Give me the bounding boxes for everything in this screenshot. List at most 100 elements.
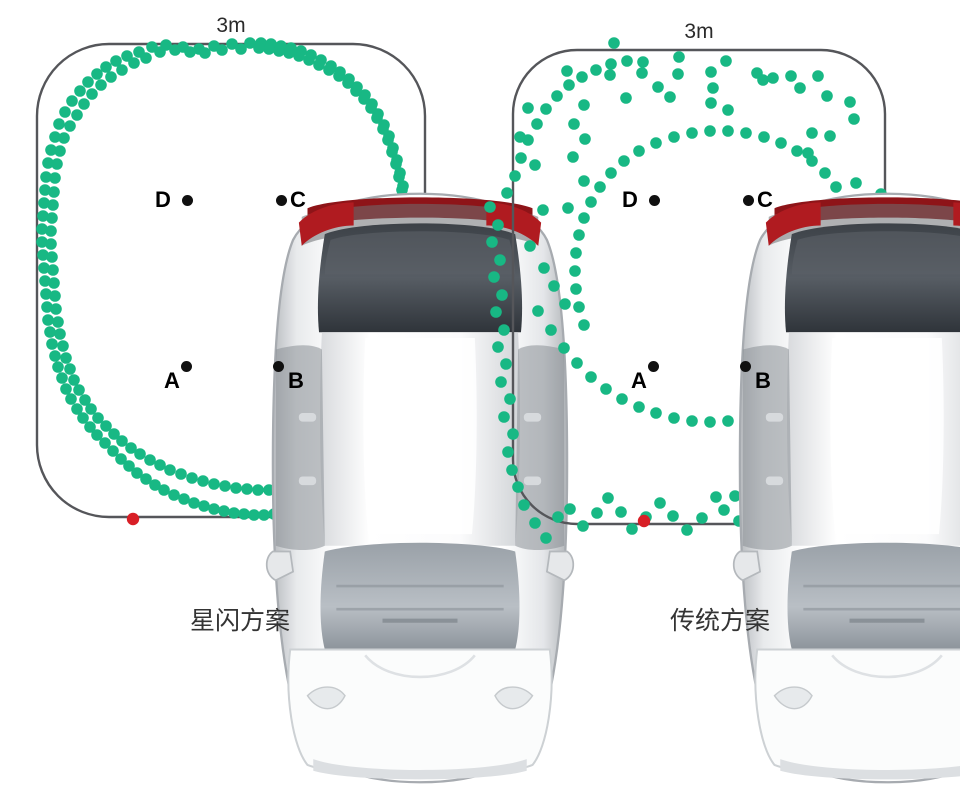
- measurement-point: [56, 372, 68, 384]
- measurement-point: [507, 428, 519, 440]
- measurement-point: [40, 171, 52, 183]
- measurement-point: [51, 158, 63, 170]
- scene-left: 3m: [0, 0, 575, 784]
- measurement-point: [558, 342, 570, 354]
- measurement-point: [705, 97, 717, 109]
- measurement-point: [65, 393, 77, 405]
- measurement-point: [49, 131, 61, 143]
- measurement-point: [64, 363, 76, 375]
- measurement-point: [806, 155, 818, 167]
- measurement-point: [198, 500, 210, 512]
- corner-marker-label-b: B: [755, 368, 771, 393]
- measurement-point: [585, 196, 597, 208]
- measurement-point: [49, 350, 61, 362]
- corner-marker-label-d: D: [155, 187, 171, 212]
- measurement-point: [386, 146, 398, 158]
- measurement-point: [567, 151, 579, 163]
- corner-marker-label-b: B: [288, 368, 304, 393]
- car-topview-right: [647, 188, 960, 784]
- measurement-point: [59, 106, 71, 118]
- measurement-point: [618, 155, 630, 167]
- measurement-point: [672, 68, 684, 80]
- measurement-point: [230, 482, 242, 494]
- measurement-point: [605, 58, 617, 70]
- measurement-point: [73, 384, 85, 396]
- measurement-point: [821, 90, 833, 102]
- measurement-point: [66, 95, 78, 107]
- measurement-point: [158, 484, 170, 496]
- measurement-point: [775, 137, 787, 149]
- measurement-point: [108, 428, 120, 440]
- dimension-label-3m-left: 3m: [216, 14, 246, 37]
- measurement-point: [794, 82, 806, 94]
- measurement-point: [498, 411, 510, 423]
- measurement-point: [186, 472, 198, 484]
- corner-marker-label-a: A: [631, 368, 647, 393]
- measurement-point: [382, 134, 394, 146]
- measurement-point: [705, 66, 717, 78]
- measurement-point: [140, 52, 152, 64]
- measurement-point: [585, 371, 597, 383]
- measurement-point: [188, 497, 200, 509]
- measurement-point: [626, 523, 638, 535]
- measurement-point: [235, 43, 247, 55]
- measurement-point: [615, 506, 627, 518]
- measurement-point: [283, 47, 295, 59]
- measurement-point: [46, 212, 58, 224]
- measurement-point: [396, 184, 408, 196]
- measurement-point: [548, 280, 560, 292]
- measurement-point: [621, 55, 633, 67]
- measurement-point: [169, 44, 181, 56]
- measurement-point: [652, 81, 664, 93]
- corner-marker-dot-a: [647, 360, 659, 372]
- measurement-point: [506, 464, 518, 476]
- measurement-point: [704, 416, 716, 428]
- measurement-point: [602, 492, 614, 504]
- corner-marker-dot-a: [180, 360, 192, 372]
- measurement-point: [91, 68, 103, 80]
- measurement-point: [208, 503, 220, 515]
- measurement-point: [40, 288, 52, 300]
- car-topview-left: [180, 188, 575, 784]
- measurement-point: [608, 37, 620, 49]
- measurement-point: [704, 125, 716, 137]
- measurement-point: [579, 133, 591, 145]
- corner-marker-label-d: D: [622, 187, 638, 212]
- measurement-point: [664, 91, 676, 103]
- corner-marker-dot-c: [275, 194, 287, 206]
- measurement-point: [36, 223, 48, 235]
- measurement-point: [785, 70, 797, 82]
- measurement-point: [522, 102, 534, 114]
- measurement-point: [313, 59, 325, 71]
- measurement-point: [77, 412, 89, 424]
- measurement-point: [686, 127, 698, 139]
- measurement-point: [371, 112, 383, 124]
- measurement-point: [495, 376, 507, 388]
- measurement-point: [538, 262, 550, 274]
- measurement-point: [105, 71, 117, 83]
- measurement-point: [633, 401, 645, 413]
- measurement-point: [79, 394, 91, 406]
- measurement-point: [576, 71, 588, 83]
- measurement-point: [293, 50, 305, 62]
- car-illustration: [732, 192, 960, 784]
- measurement-point: [590, 64, 602, 76]
- measurement-point: [60, 352, 72, 364]
- measurement-point: [116, 435, 128, 447]
- measurement-point: [128, 57, 140, 69]
- measurement-point: [49, 172, 61, 184]
- measurement-point: [636, 67, 648, 79]
- measurement-point: [50, 303, 62, 315]
- measurement-point: [273, 45, 285, 57]
- measurement-point: [620, 92, 632, 104]
- measurement-point: [722, 415, 734, 427]
- corner-marker-dot-b: [739, 360, 751, 372]
- measurement-point: [131, 467, 143, 479]
- measurement-point: [226, 38, 238, 50]
- measurement-point: [594, 181, 606, 193]
- measurement-point: [515, 152, 527, 164]
- anchor-point: [637, 514, 651, 528]
- measurement-point: [650, 407, 662, 419]
- measurement-point: [125, 442, 137, 454]
- measurement-point: [39, 275, 51, 287]
